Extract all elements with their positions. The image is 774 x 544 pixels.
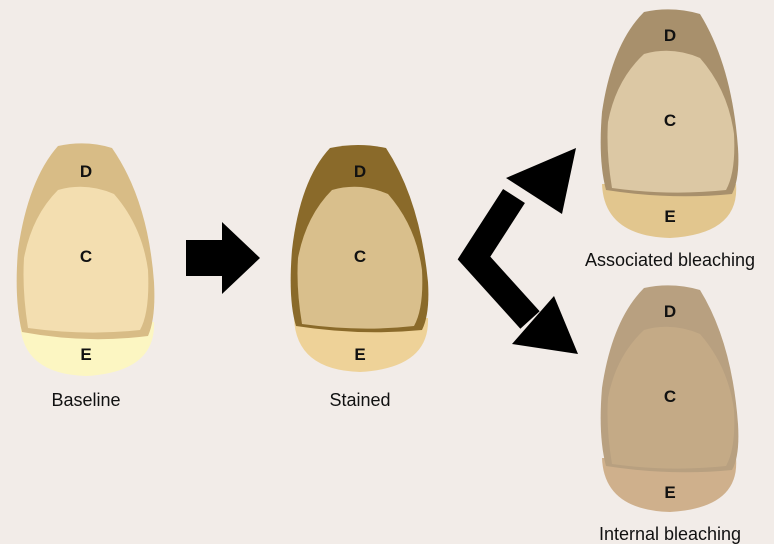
tooth-associated-caption: Associated bleaching: [585, 250, 755, 270]
tooth-baseline-core-label: C: [80, 247, 92, 266]
tooth-internal-core-label: C: [664, 387, 676, 406]
branch-arrows: [474, 148, 578, 354]
tooth-internal-enamel-label: E: [664, 483, 675, 502]
tooth-baseline-caption: Baseline: [51, 390, 120, 410]
tooth-associated: D C E Associated bleaching: [585, 9, 755, 270]
tooth-stained-dentin-label: D: [354, 162, 366, 181]
tooth-stained-caption: Stained: [329, 390, 390, 410]
arrow-right: [186, 222, 260, 294]
tooth-stained-enamel-label: E: [354, 345, 365, 364]
arrow-branch-stem: [474, 196, 530, 320]
tooth-baseline-enamel-label: E: [80, 345, 91, 364]
tooth-baseline-dentin-label: D: [80, 162, 92, 181]
tooth-internal-dentin-label: D: [664, 302, 676, 321]
tooth-baseline: D C E Baseline: [17, 143, 155, 410]
tooth-associated-core-label: C: [664, 111, 676, 130]
tooth-internal-caption: Internal bleaching: [599, 524, 741, 544]
tooth-stained: D C E Stained: [291, 145, 429, 410]
tooth-internal: D C E Internal bleaching: [599, 285, 741, 544]
tooth-associated-dentin-label: D: [664, 26, 676, 45]
tooth-associated-enamel-label: E: [664, 207, 675, 226]
tooth-stained-core-label: C: [354, 247, 366, 266]
